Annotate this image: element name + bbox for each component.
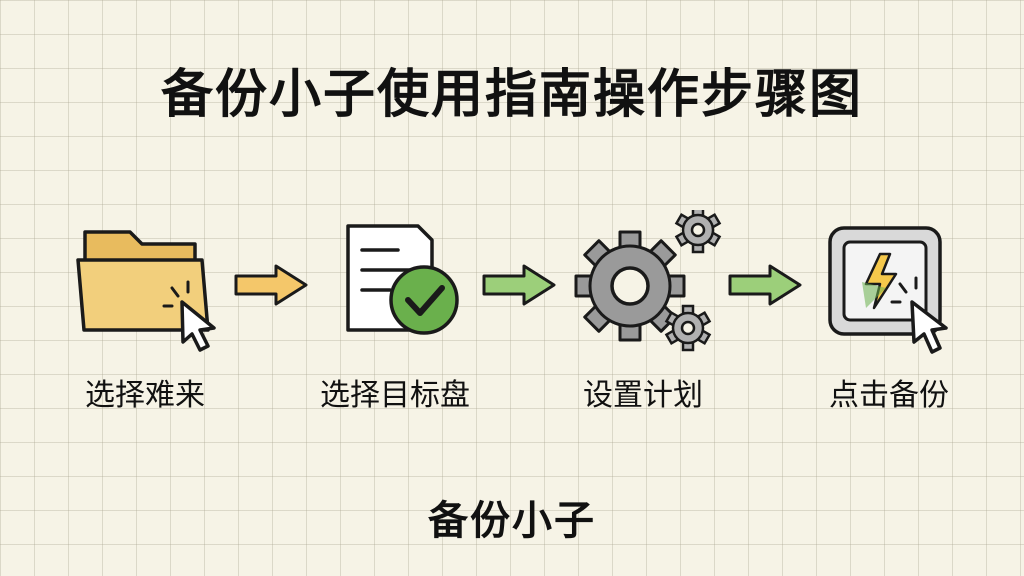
step-label: 选择难来 [85,378,205,413]
lightning-button-click-icon [828,226,948,354]
arrow-right-icon [482,264,556,306]
arrow-right-icon [234,264,308,306]
step-label: 选择目标盘 [320,378,470,413]
step-label: 点击备份 [829,378,949,413]
page-title: 备份小子使用指南操作步骤图 [160,65,863,125]
step-select-source: 选择难来 [50,210,240,413]
footer-title: 备份小子 [428,498,596,544]
step-set-plan: 设置计划 [548,210,738,413]
step-click-backup: 点击备份 [794,210,984,413]
document-check-icon [346,224,459,335]
arrow-right-icon [728,264,802,306]
step-label: 设置计划 [583,378,703,413]
folder-click-icon [76,230,216,352]
gears-icon [574,210,722,352]
step-select-target: 选择目标盘 [300,210,490,413]
